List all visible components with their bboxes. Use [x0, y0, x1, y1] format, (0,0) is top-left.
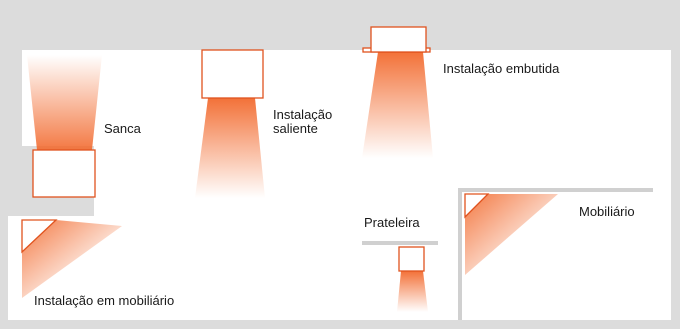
room-interior: [8, 50, 671, 320]
surface-light-beam: [195, 98, 265, 198]
label-cabinet: Instalação em mobiliário: [34, 293, 175, 308]
label-shelf: Prateleira: [364, 215, 420, 230]
furniture-wall-top: [458, 188, 653, 192]
shelf-fixture: [398, 246, 425, 272]
label-surface-line1: Instalação: [273, 107, 333, 122]
furniture-wall-side: [458, 188, 462, 320]
label-sanca: Sanca: [104, 121, 141, 136]
shelf-board: [362, 241, 438, 245]
furniture-fixture: [464, 193, 490, 219]
label-furniture: Mobiliário: [579, 204, 635, 219]
shelf-light-beam: [397, 271, 428, 312]
cove-fixture: [32, 149, 96, 198]
cabinet-fixture: [21, 219, 58, 254]
cove-light-beam: [27, 55, 102, 150]
surface-fixture: [201, 49, 264, 99]
cabinet-light-beam: [22, 220, 122, 298]
recessed-light-beam: [362, 52, 433, 158]
label-recessed: Instalação embutida: [443, 61, 560, 76]
cove-soffit: [8, 50, 22, 146]
label-surface-line2: saliente: [273, 121, 318, 136]
recessed-fixture: [370, 26, 427, 53]
furniture-light-beam: [465, 194, 558, 275]
